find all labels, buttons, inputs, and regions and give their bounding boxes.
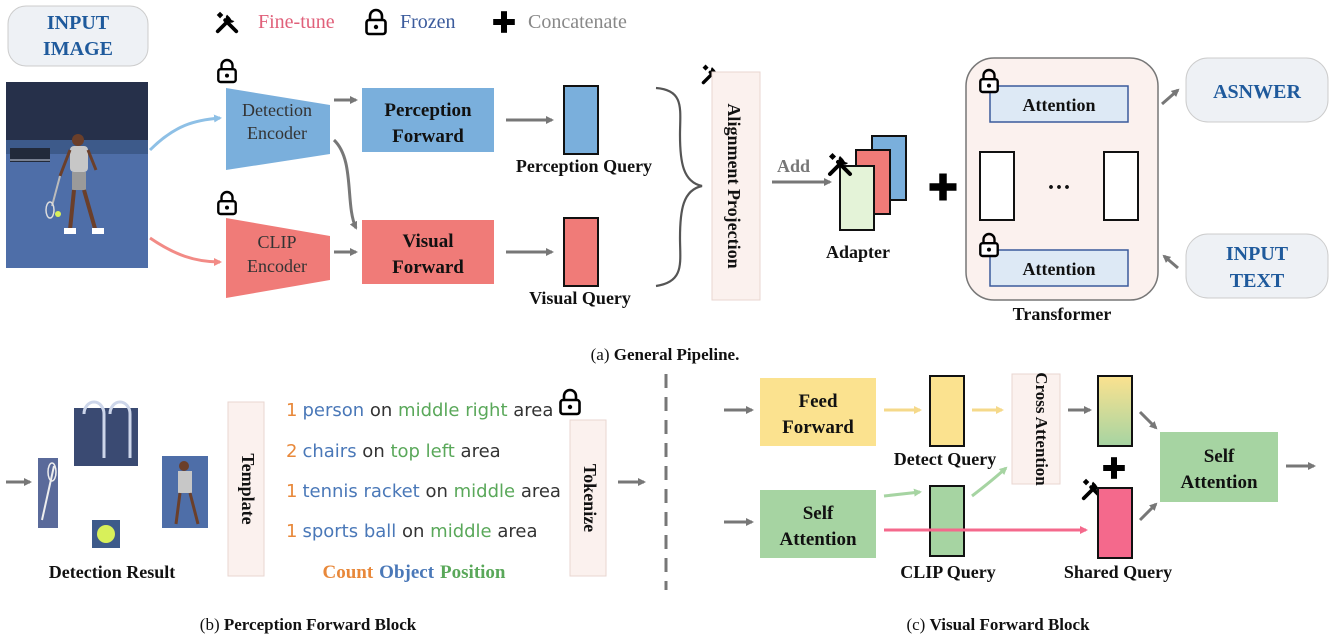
tokenize-label: Tokenize — [580, 464, 600, 532]
cross-attention-box: Cross Attention — [1011, 372, 1061, 486]
legend-finetune: Fine-tune — [258, 11, 335, 33]
perception-forward-box: Perception Forward — [362, 88, 494, 152]
lock-icon — [559, 388, 581, 416]
visual-forward-line1: Visual — [402, 231, 453, 252]
self-attention-left-line2: Attention — [779, 529, 856, 550]
clip-encoder-line2: Encoder — [247, 256, 307, 276]
detection-crops — [38, 400, 208, 548]
input-image-line1: INPUT — [47, 12, 110, 34]
shared-query-label: Shared Query — [1064, 562, 1172, 582]
arrow-det-visual — [332, 138, 358, 230]
self-attention-left-line1: Self — [803, 503, 834, 524]
add-label: Add — [777, 156, 810, 176]
legend-concatenate: Concatenate — [528, 11, 627, 33]
tools-icon — [214, 9, 239, 34]
cross-output-token — [1097, 375, 1133, 447]
feed-forward-box: Feed Forward — [760, 378, 876, 446]
alignment-projection-box: Alignment Projection — [711, 71, 761, 301]
visual-forward-box: Visual Forward — [362, 220, 494, 284]
arrow-clip-to-cross — [971, 466, 1008, 498]
arrow-bottom-to-self-attn — [1138, 502, 1158, 522]
lock-icon — [217, 58, 237, 84]
caption-c: (c) Visual Forward Block — [906, 615, 1090, 634]
tennis-photo — [6, 82, 148, 268]
plus-icon — [1103, 457, 1125, 479]
lock-icon — [217, 190, 237, 216]
lock-icon — [365, 8, 387, 36]
answer-pill: ASNWER — [1185, 57, 1329, 123]
alignment-projection-label: Alignment Projection — [724, 103, 744, 268]
shared-query-token — [1097, 487, 1133, 559]
arrow-to-clip-query — [883, 488, 922, 498]
arrow-to-clip — [149, 236, 222, 266]
legend-frozen: Frozen — [400, 11, 456, 33]
arrow-to-detection — [148, 114, 222, 152]
legend: Fine-tune Frozen Concatenate — [214, 8, 627, 36]
self-attention-right-box: Self Attention — [1160, 432, 1278, 502]
attention-top-label: Attention — [1023, 95, 1096, 115]
token-ellipsis: ··· — [1047, 175, 1071, 201]
adapter-stack — [839, 135, 907, 231]
clip-encoder-line1: CLIP — [257, 232, 296, 252]
input-image-pill: INPUT IMAGE — [7, 5, 149, 67]
input-image-line2: IMAGE — [43, 38, 113, 60]
self-attention-right-line2: Attention — [1180, 472, 1257, 493]
self-attention-left-box: Self Attention — [760, 490, 876, 558]
arrow-top-to-self-attn — [1138, 410, 1158, 430]
visual-query-token — [563, 217, 599, 287]
detect-query-token — [929, 375, 965, 447]
perception-forward-line2: Forward — [392, 126, 464, 147]
feed-forward-line1: Feed — [798, 391, 837, 412]
plus-icon — [929, 173, 957, 201]
perception-query-token — [563, 85, 599, 155]
clip-encoder: CLIP Encoder — [226, 218, 330, 298]
input-text-line2: TEXT — [1230, 270, 1285, 292]
arrow-to-answer — [1161, 88, 1180, 106]
input-text-pill: INPUT TEXT — [1185, 233, 1329, 299]
adapter-label: Adapter — [826, 242, 890, 262]
detection-encoder-line2: Encoder — [247, 123, 307, 143]
detection-result-label: Detection Result — [49, 562, 175, 582]
attention-bottom-label: Attention — [1023, 259, 1096, 279]
answer-label: ASNWER — [1213, 81, 1301, 103]
visual-forward-line2: Forward — [392, 257, 464, 278]
arrow-from-input-text — [1162, 254, 1179, 270]
clip-query-label: CLIP Query — [900, 562, 996, 582]
perception-forward-line1: Perception — [384, 100, 472, 121]
transformer-block: Attention Attention ··· — [965, 57, 1159, 301]
detect-query-label: Detect Query — [894, 449, 996, 469]
caption-a: (a) General Pipeline. — [591, 345, 740, 364]
caption-b: (b) Perception Forward Block — [200, 615, 417, 634]
input-text-line1: INPUT — [1226, 243, 1289, 265]
detection-encoder-line1: Detection — [242, 100, 312, 120]
cross-attention-label: Cross Attention — [1032, 372, 1051, 486]
template-box: Template — [227, 401, 265, 577]
detection-encoder: Detection Encoder — [226, 88, 330, 170]
tokenize-box: Tokenize — [569, 419, 607, 577]
self-attention-right-line1: Self — [1204, 446, 1235, 467]
template-label: Template — [238, 453, 258, 524]
clip-query-token — [929, 485, 965, 557]
transformer-label: Transformer — [1013, 304, 1112, 324]
perception-query-label: Perception Query — [516, 156, 652, 176]
feed-forward-line2: Forward — [782, 417, 854, 438]
brace — [655, 86, 703, 288]
visual-query-label: Visual Query — [529, 288, 631, 308]
plus-icon — [493, 11, 515, 33]
